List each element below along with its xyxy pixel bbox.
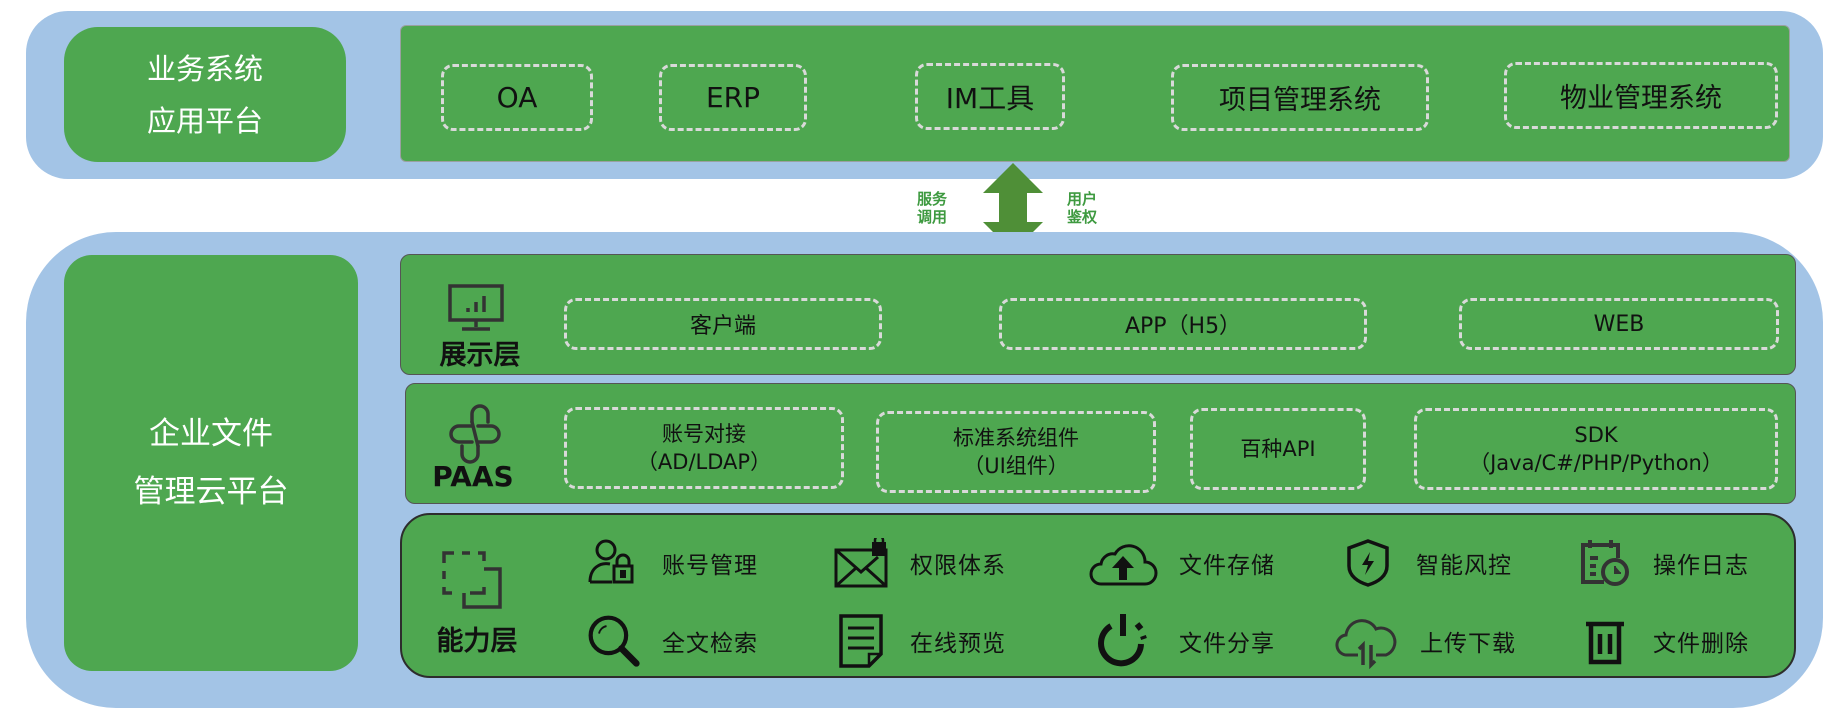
monitor-chart-icon (448, 284, 504, 331)
mail-lock-icon (834, 538, 888, 588)
app-project-management-label: 项目管理系统 (1219, 85, 1381, 116)
app-property-management-label: 物业管理系统 (1560, 83, 1722, 114)
search-icon (588, 615, 640, 667)
app-im-tool[interactable]: IM工具 (915, 63, 1065, 130)
capability-layer-title: 能力层 (436, 626, 518, 657)
bidirectional-arrow-icon (983, 163, 1043, 252)
cloud-platform-title-line1: 企业文件 (149, 416, 273, 452)
paas-account-integration[interactable]: 账号对接 （AD/LDAP） (564, 407, 844, 489)
cloud-transfer-icon (1335, 619, 1397, 669)
presentation-layer: 展示层 客户端 APP（H5） WEB (400, 254, 1796, 375)
select-region-icon (442, 551, 502, 609)
document-icon (839, 614, 883, 668)
trash-icon (1586, 621, 1624, 665)
user-lock-icon (588, 539, 634, 584)
power-icon (1098, 614, 1147, 667)
paas-sdk-line2: （Java/C#/PHP/Python） (1469, 451, 1723, 475)
cloud-upload-icon (1089, 544, 1158, 586)
capability-file-storage[interactable]: 文件存储 (1087, 535, 1275, 591)
capability-risk-control-label: 智能风控 (1416, 553, 1512, 579)
capability-file-storage-label: 文件存储 (1179, 553, 1275, 579)
paas-account-integration-line2: （AD/LDAP） (636, 450, 772, 474)
paas-account-integration-line1: 账号对接 (662, 422, 746, 446)
app-project-management[interactable]: 项目管理系统 (1171, 64, 1429, 131)
capability-file-sharing-label: 文件分享 (1179, 631, 1275, 657)
calendar-clock-icon (1581, 540, 1629, 586)
app-property-management[interactable]: 物业管理系统 (1504, 62, 1778, 129)
capability-permission-system[interactable]: 权限体系 (834, 535, 1006, 591)
paas-layer-title: PAAS (432, 460, 514, 493)
paas-sdk-line1: SDK (1574, 423, 1618, 447)
capability-risk-control[interactable]: 智能风控 (1340, 535, 1512, 591)
app-oa[interactable]: OA (441, 64, 593, 131)
capability-file-sharing[interactable]: 文件分享 (1087, 613, 1275, 669)
service-call-label-line1: 服务 (917, 190, 948, 208)
presentation-client-label: 客户端 (689, 314, 756, 339)
paas-api-label: 百种API (1240, 437, 1316, 461)
shield-bolt-icon (1347, 539, 1389, 587)
app-im-tool-label: IM工具 (945, 81, 1035, 115)
presentation-web[interactable]: WEB (1459, 298, 1779, 350)
paas-sdk[interactable]: SDK （Java/C#/PHP/Python） (1414, 408, 1778, 490)
capability-file-deletion-label: 文件删除 (1653, 631, 1749, 657)
link-cross-icon (449, 404, 501, 464)
paas-ui-components-line1: 标准系统组件 (953, 426, 1079, 450)
capability-operation-log[interactable]: 操作日志 (1577, 535, 1749, 591)
capability-account-management[interactable]: 账号管理 (586, 535, 758, 591)
capability-full-text-search[interactable]: 全文检索 (586, 613, 758, 669)
presentation-app-h5[interactable]: APP（H5） (999, 298, 1367, 350)
app-oa-label: OA (496, 81, 538, 114)
user-auth-label-line2: 鉴权 (1067, 208, 1098, 226)
presentation-layer-title: 展示层 (439, 340, 521, 371)
user-auth-label-line1: 用户 (1067, 190, 1098, 208)
business-system-title-line2: 应用平台 (146, 103, 263, 138)
presentation-client[interactable]: 客户端 (564, 298, 882, 350)
business-system-title-line1: 业务系统 (146, 51, 263, 86)
paas-api[interactable]: 百种API (1190, 408, 1366, 490)
user-auth-label: 用户 鉴权 (1067, 190, 1097, 226)
paas-ui-components[interactable]: 标准系统组件 （UI组件） (876, 411, 1156, 493)
service-call-label-line2: 调用 (917, 208, 948, 226)
paas-layer: PAAS 账号对接 （AD/LDAP） 标准系统组件 （UI组件） 百种API … (405, 383, 1796, 504)
capability-file-deletion[interactable]: 文件删除 (1577, 613, 1749, 669)
capability-permission-system-label: 权限体系 (910, 553, 1006, 579)
capability-account-management-label: 账号管理 (662, 553, 758, 579)
app-erp-label: ERP (705, 81, 761, 114)
capability-upload-download-label: 上传下载 (1420, 631, 1516, 657)
presentation-web-label: WEB (1593, 311, 1645, 337)
business-apps-panel: OA ERP IM工具 项目管理系统 物业管理系统 (400, 25, 1790, 162)
capability-online-preview-label: 在线预览 (910, 631, 1006, 657)
capability-layer: 能力层 账号管理 权限体系 文件存储 智能风控 操作日志 (400, 513, 1796, 678)
service-call-label: 服务 调用 (917, 190, 947, 226)
capability-online-preview[interactable]: 在线预览 (834, 613, 1006, 669)
capability-upload-download[interactable]: 上传下载 (1334, 613, 1516, 669)
business-system-title-block: 业务系统 应用平台 (64, 27, 346, 162)
capability-operation-log-label: 操作日志 (1653, 553, 1749, 579)
cloud-platform-title-line2: 管理云平台 (133, 474, 289, 510)
cloud-platform-title-block: 企业文件 管理云平台 (64, 255, 358, 671)
capability-full-text-search-label: 全文检索 (662, 631, 758, 657)
paas-ui-components-line2: （UI组件） (963, 454, 1069, 478)
presentation-app-h5-label: APP（H5） (1124, 314, 1242, 339)
app-erp[interactable]: ERP (659, 64, 807, 131)
